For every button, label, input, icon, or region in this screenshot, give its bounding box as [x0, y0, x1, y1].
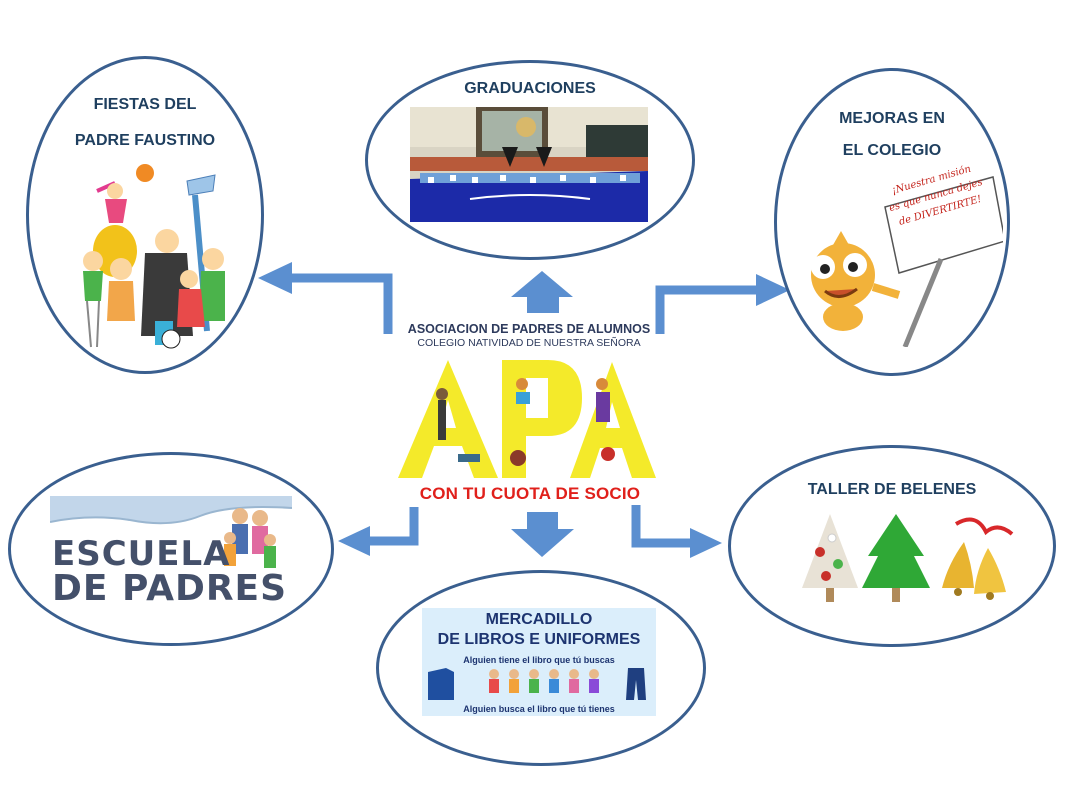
node-escuela	[8, 452, 334, 646]
arrowhead-fiestas	[258, 262, 292, 294]
node-fiestas: FIESTAS DEL PADRE FAUSTINO	[26, 56, 264, 374]
fiestas-label-line2: PADRE FAUSTINO	[74, 132, 216, 149]
mercadillo-poster: MERCADILLO DE LIBROS E UNIFORMES Alguien…	[422, 608, 656, 716]
apa-logo: A P A	[398, 354, 660, 478]
mercadillo-sub1: Alguien tiene el libro que tú buscas	[463, 655, 615, 665]
cta-text: CON TU CUOTA DE SOCIO	[419, 484, 641, 503]
arrow-down-mercadillo	[511, 512, 574, 557]
mejoras-label-line2: EL COLEGIO	[842, 142, 942, 159]
graduaciones-label: GRADUACIONES	[464, 80, 596, 97]
fiestas-illustration	[83, 164, 225, 349]
connector-escuela	[366, 507, 419, 546]
arrowhead-escuela	[338, 526, 370, 556]
escuela-line1: ESCUELA	[52, 534, 231, 574]
mejoras-label-line1: MEJORAS EN	[839, 110, 945, 127]
connector-belenes	[631, 505, 694, 548]
mercadillo-title-line2: DE LIBROS E UNIFORMES	[437, 631, 641, 648]
escuela-line2: DE PADRES	[52, 568, 288, 609]
connector-fiestas	[290, 273, 393, 334]
node-mejoras: MEJORAS EN EL COLEGIO	[774, 68, 1010, 376]
mercadillo-kids-illustration	[428, 668, 646, 700]
belenes-crafts	[802, 514, 1014, 602]
mejoras-mascot-sign	[811, 176, 1003, 347]
center-title-line2: COLEGIO NATIVIDAD DE NUESTRA SEÑORA	[417, 337, 641, 349]
connector-mejoras	[655, 285, 760, 334]
center-title-line1: ASOCIACION DE PADRES DE ALUMNOS	[407, 322, 651, 336]
fiestas-label-line1: FIESTAS DEL	[93, 96, 197, 113]
escuela-banner	[50, 496, 292, 525]
belenes-label: TALLER DE BELENES	[807, 481, 977, 498]
arrowhead-mejoras	[756, 274, 790, 306]
apa-logo-art	[398, 354, 660, 478]
graduaciones-photo	[410, 107, 648, 222]
mercadillo-sub2: Alguien busca el libro que tú tienes	[463, 704, 615, 714]
mercadillo-title-line1: MERCADILLO	[485, 611, 593, 628]
arrowhead-belenes	[690, 528, 722, 558]
escuela-family-icon	[224, 508, 276, 568]
arrow-up-graduaciones	[511, 271, 573, 313]
